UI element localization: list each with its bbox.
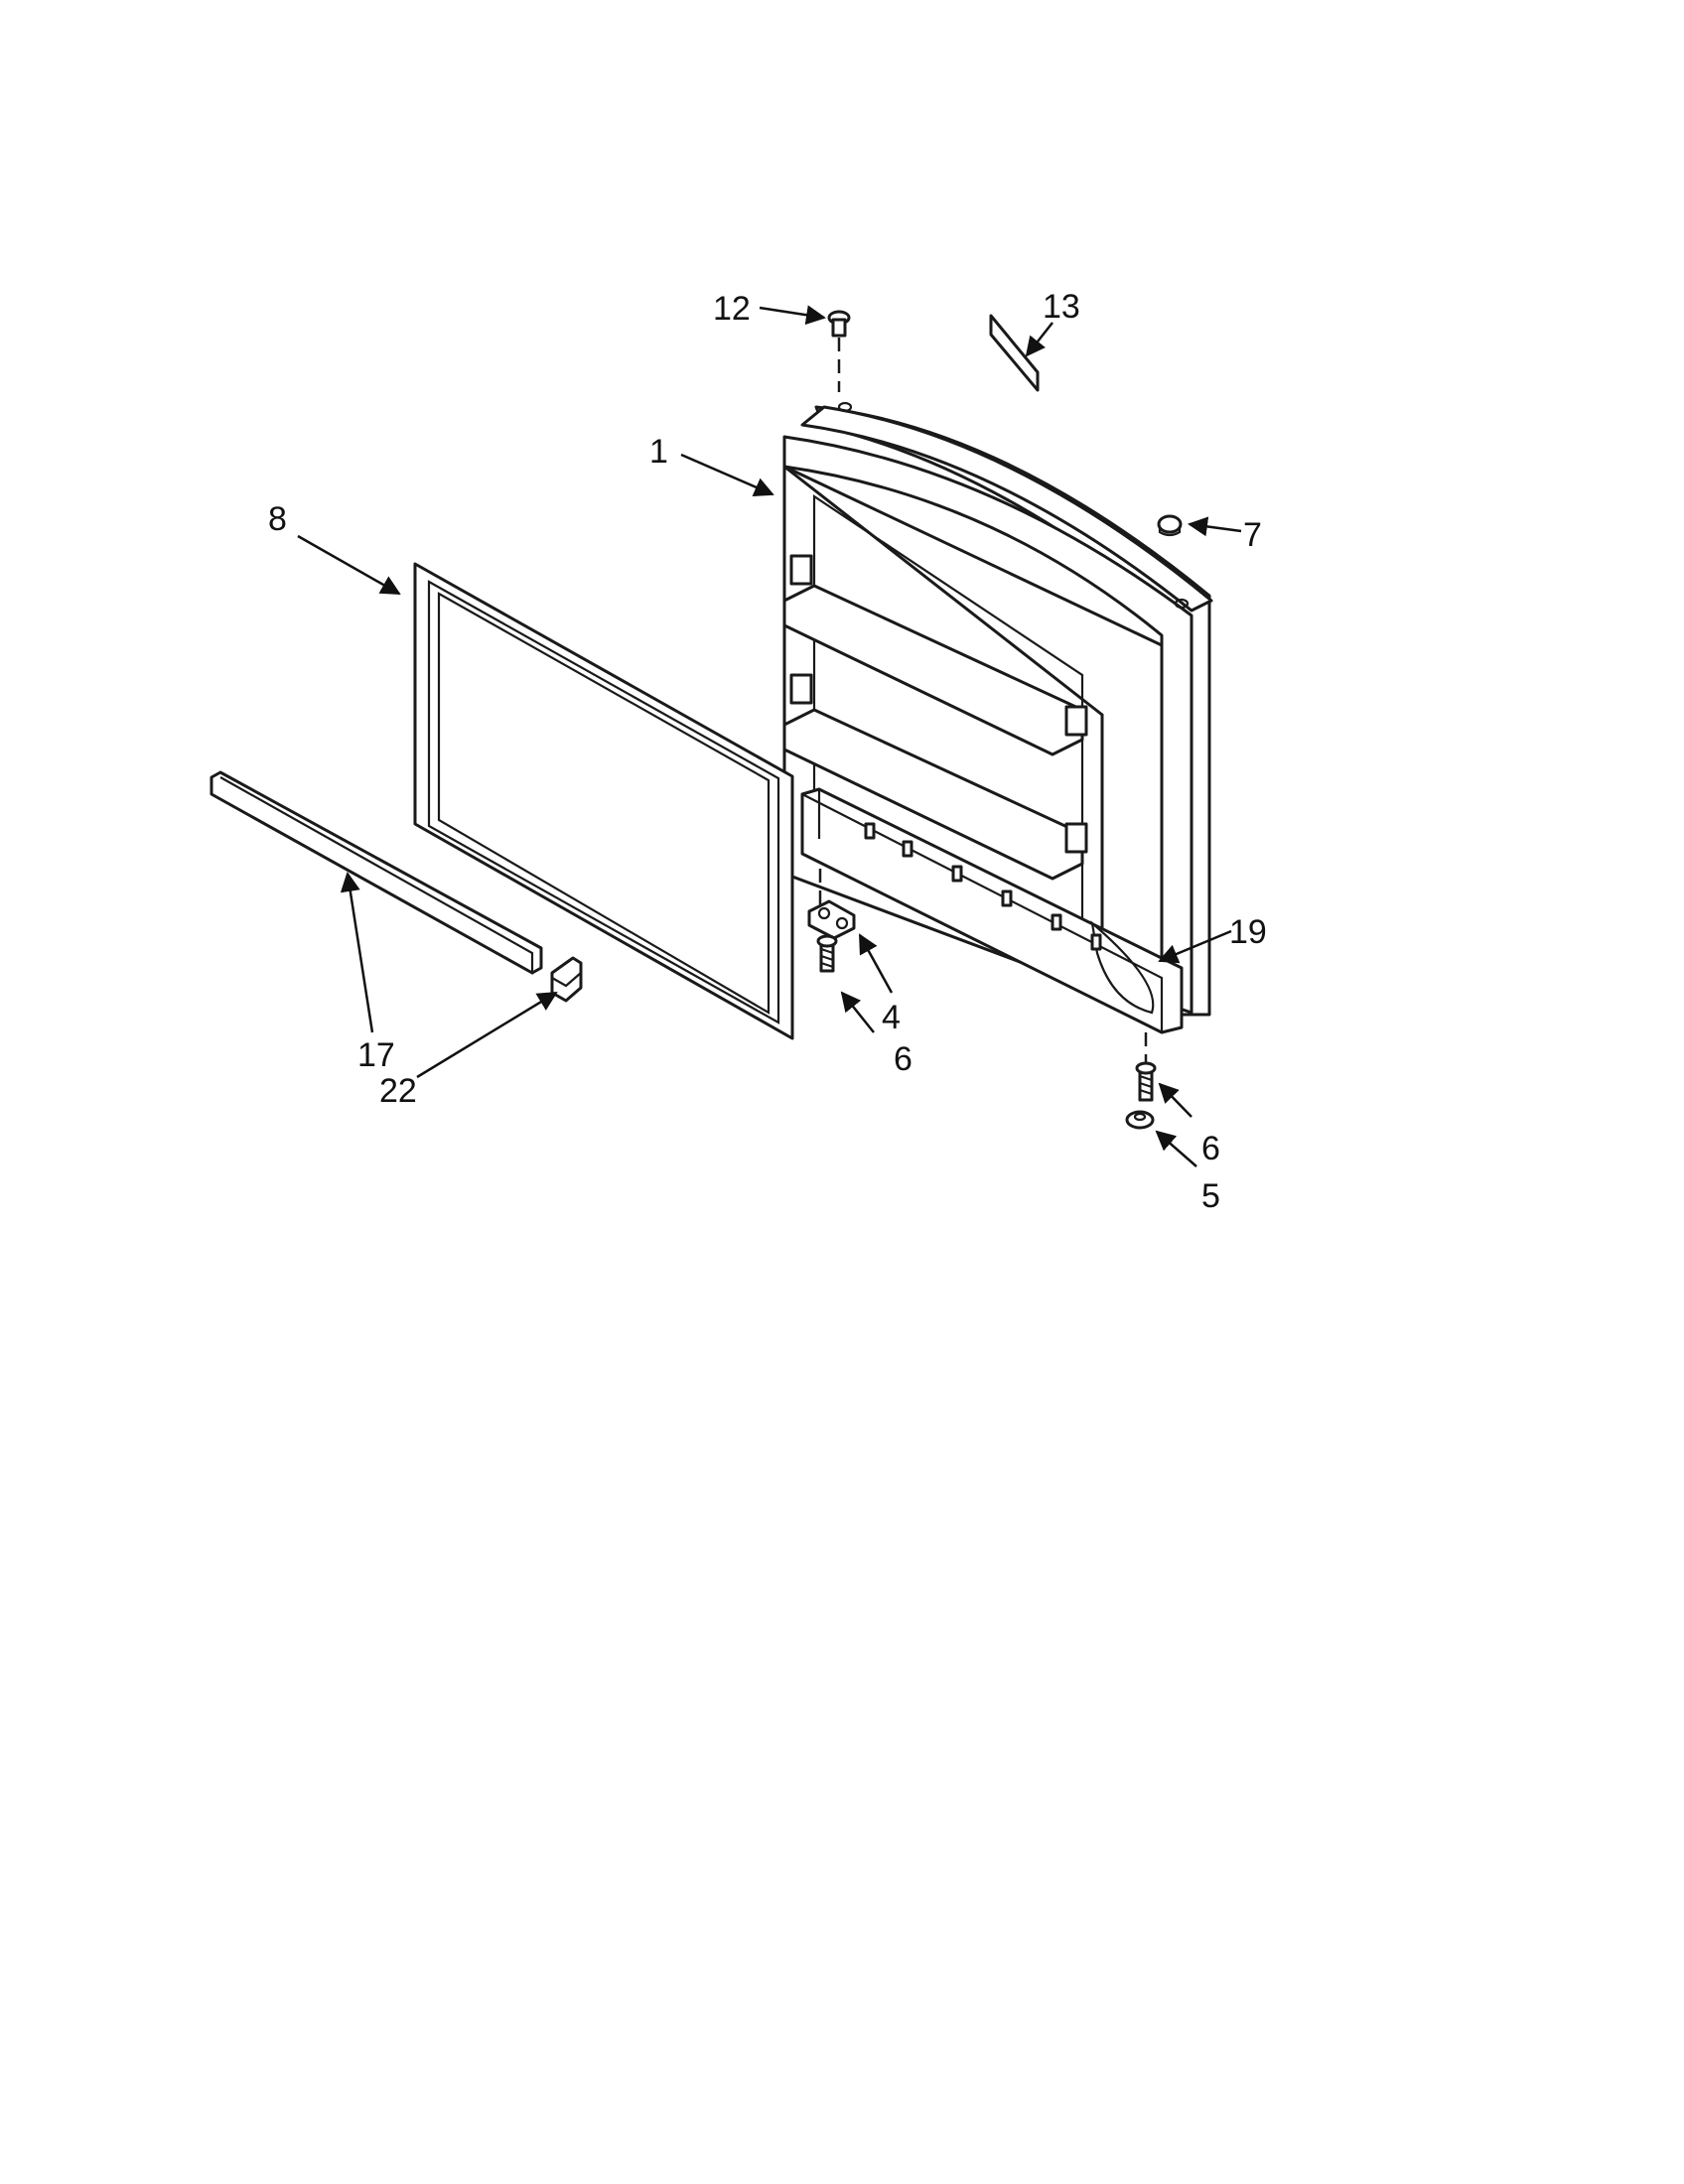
pin-part bbox=[827, 310, 851, 392]
screw-part-right bbox=[1135, 1032, 1157, 1102]
leader-13 bbox=[1025, 322, 1053, 357]
door-liner-part bbox=[782, 401, 1213, 1017]
trim-strip-part bbox=[210, 770, 543, 975]
leader-1 bbox=[680, 453, 774, 496]
callout-5: 5 bbox=[1201, 1177, 1220, 1215]
leader-4 bbox=[858, 933, 894, 994]
leader-6b bbox=[1158, 1082, 1193, 1118]
callout-labels: 1 4 5 6 6 7 8 12 13 17 19 22 bbox=[268, 288, 1267, 1215]
callout-7: 7 bbox=[1243, 516, 1262, 554]
leader-22 bbox=[416, 991, 558, 1079]
callout-12: 12 bbox=[713, 290, 751, 328]
plug-button-part bbox=[1157, 514, 1183, 537]
hinge-bracket-part bbox=[807, 869, 856, 940]
leader-17 bbox=[340, 872, 374, 1033]
washer-part bbox=[1125, 1110, 1155, 1130]
callout-22: 22 bbox=[379, 1072, 417, 1110]
leader-7 bbox=[1188, 516, 1242, 537]
callout-4: 4 bbox=[882, 999, 901, 1036]
door-gasket-part bbox=[413, 562, 794, 1040]
leader-19 bbox=[1158, 929, 1232, 964]
screw-part-left bbox=[816, 934, 838, 973]
leader-8 bbox=[297, 534, 401, 596]
callout-6b: 6 bbox=[1201, 1130, 1220, 1167]
label-part bbox=[989, 314, 1040, 392]
leader-6a bbox=[840, 991, 875, 1033]
callout-13: 13 bbox=[1043, 288, 1080, 326]
door-handle-part bbox=[800, 787, 1184, 1034]
callout-17: 17 bbox=[357, 1036, 395, 1074]
leader-5 bbox=[1155, 1130, 1197, 1167]
leader-lines bbox=[297, 305, 1242, 1167]
callout-19: 19 bbox=[1229, 913, 1267, 951]
callout-6a: 6 bbox=[894, 1040, 912, 1078]
callout-8: 8 bbox=[268, 500, 287, 538]
leader-12 bbox=[759, 305, 826, 326]
end-cap-part bbox=[550, 956, 583, 1003]
callout-1: 1 bbox=[649, 433, 668, 471]
